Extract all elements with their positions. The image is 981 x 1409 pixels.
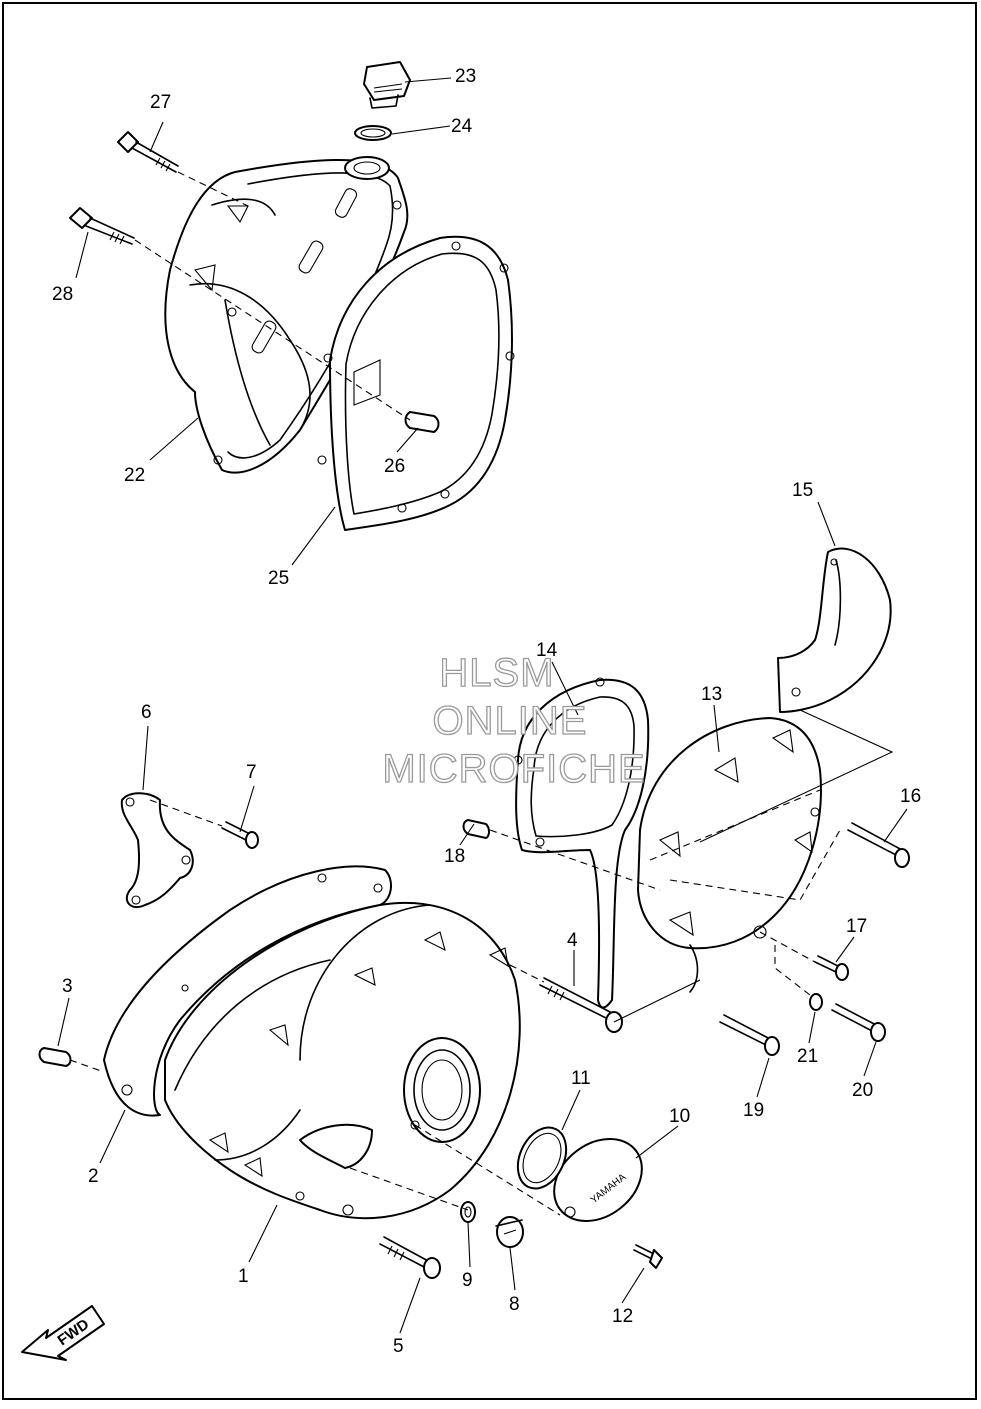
callout-labels: 27 23 24 28 22 26 25 15 14 13 16 18 6 7 … [52, 66, 921, 1357]
cover-gasket-25 [317, 235, 515, 531]
o-ring-11 [516, 1126, 568, 1190]
callout-23: 23 [455, 66, 476, 87]
dowel-pin-18 [462, 819, 490, 839]
stator-cover-13 [637, 717, 822, 993]
o-ring-24 [354, 125, 392, 141]
callout-21: 21 [797, 1046, 818, 1067]
callout-16: 16 [900, 786, 921, 807]
callout-19: 19 [743, 1100, 764, 1121]
callout-4: 4 [567, 930, 578, 951]
bolt-5 [379, 1236, 441, 1279]
crankcase-cover-1 [164, 901, 521, 1220]
dowel-pin-3 [38, 1047, 72, 1067]
callout-11: 11 [571, 1068, 591, 1089]
crankcase-cover-22 [164, 156, 409, 474]
plug-8 [495, 1216, 524, 1248]
bolt-7 [221, 821, 259, 849]
callout-9: 9 [462, 1270, 473, 1291]
watermark: HLSM ONLINE MICROFICHE [382, 650, 646, 791]
bolt-20 [831, 1003, 886, 1042]
watermark-line-1: HLSM [439, 651, 554, 695]
leader-lines [57, 77, 908, 1334]
bolt-27 [117, 131, 179, 173]
callout-20: 20 [852, 1080, 873, 1101]
watermark-line-3: MICROFICHE [382, 747, 645, 791]
callout-18: 18 [444, 846, 465, 867]
cover-15 [777, 547, 892, 713]
callout-22: 22 [124, 465, 145, 486]
callout-12: 12 [612, 1306, 633, 1327]
callout-7: 7 [246, 762, 257, 783]
callout-25: 25 [268, 568, 289, 589]
callout-27: 27 [150, 92, 171, 113]
washer-9 [460, 1201, 476, 1223]
callout-2: 2 [88, 1166, 99, 1187]
screw-12 [633, 1244, 663, 1269]
callout-6: 6 [141, 702, 152, 723]
callout-5: 5 [393, 1336, 404, 1357]
bolt-28 [69, 207, 135, 245]
callout-24: 24 [451, 116, 473, 137]
bolt-19 [719, 1014, 780, 1056]
forward-direction-arrow: FWD [21, 1305, 105, 1361]
callout-17: 17 [846, 916, 867, 937]
gasket-14 [513, 677, 650, 1009]
cover-10: YAMAHA [553, 1138, 643, 1222]
callout-3: 3 [62, 976, 73, 997]
callout-15: 15 [792, 480, 813, 501]
callout-28: 28 [52, 284, 73, 305]
callout-13: 13 [701, 684, 722, 705]
callout-1: 1 [238, 1266, 249, 1287]
watermark-line-2: ONLINE [433, 699, 588, 743]
bracket-6 [120, 792, 194, 909]
callout-26: 26 [384, 456, 405, 477]
bolt-17 [814, 955, 849, 981]
dowel-pin-26 [404, 411, 440, 433]
callout-10: 10 [669, 1106, 690, 1127]
callout-8: 8 [509, 1294, 520, 1315]
oil-filler-cap-23 [363, 61, 411, 109]
bolt-16 [847, 822, 910, 868]
callout-14: 14 [536, 640, 558, 661]
washer-21 [809, 993, 823, 1011]
